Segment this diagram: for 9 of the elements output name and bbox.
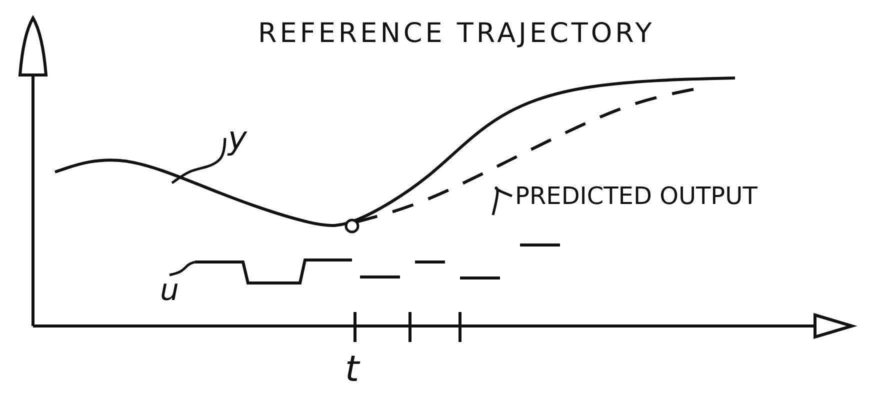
past-input-steps [195, 258, 352, 284]
time-label: t [345, 352, 360, 388]
u-label: u [160, 276, 180, 306]
leader-line [169, 260, 196, 276]
leader-line [171, 138, 226, 184]
leader-line [492, 187, 512, 216]
predicted-output-label: PREDICTED OUTPUT [515, 184, 758, 208]
curve-title: REFERENCE TRAJECTORY [258, 20, 655, 47]
y-label: y [228, 122, 247, 154]
